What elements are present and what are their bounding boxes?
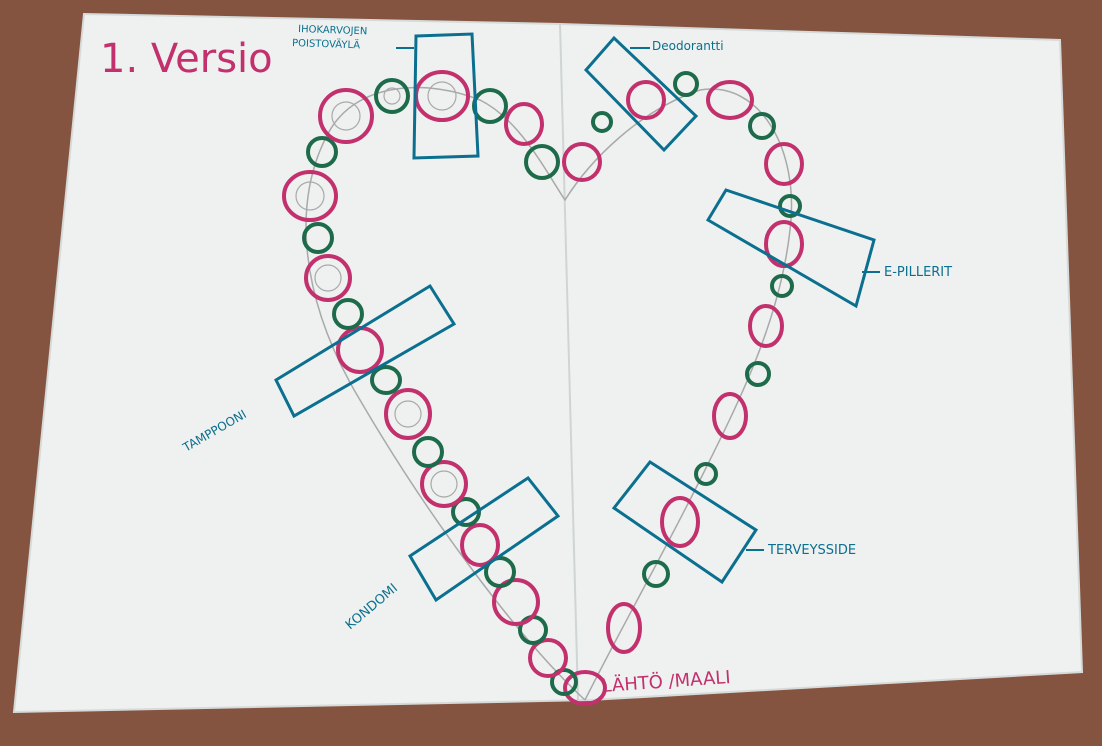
space-green xyxy=(770,274,794,298)
pencil-circle xyxy=(394,400,422,428)
space-green xyxy=(748,112,776,140)
label-deodorantti: Deodorantti xyxy=(652,39,724,53)
paper-fold xyxy=(559,23,579,701)
label-poistovayla: POISTOVÄYLÄ xyxy=(292,36,361,51)
space-green xyxy=(370,365,402,395)
label-ihokarvojen: IHOKARVOJEN xyxy=(298,24,368,37)
label-e-pillerit: E-PILLERIT xyxy=(884,265,952,280)
space-pink xyxy=(318,88,374,144)
space-green xyxy=(484,556,516,588)
space-pink xyxy=(304,254,352,302)
space-green xyxy=(778,194,802,218)
space-green xyxy=(374,78,410,114)
space-pink xyxy=(712,392,748,440)
pencil-circle xyxy=(314,264,342,292)
pencil-circle xyxy=(430,470,458,498)
card-slot-ihokarvojen xyxy=(412,32,480,160)
space-pink xyxy=(460,523,500,567)
space-green xyxy=(412,436,444,468)
space-pink xyxy=(764,142,804,186)
space-pink xyxy=(748,304,784,348)
space-pink xyxy=(562,142,602,182)
space-pink xyxy=(504,102,544,146)
card-slot-kondomi xyxy=(407,475,561,603)
space-green xyxy=(642,560,670,588)
page-title: 1. Versio xyxy=(100,36,273,82)
card-slot-e-pillerit xyxy=(705,188,876,309)
space-pink xyxy=(764,220,804,268)
card-slot-tamppooni xyxy=(274,283,457,419)
space-pink xyxy=(706,80,754,120)
space-pink xyxy=(384,388,432,440)
space-green xyxy=(591,111,613,133)
space-pink xyxy=(606,602,642,654)
space-green xyxy=(673,71,699,97)
board-spaces xyxy=(282,70,804,706)
space-green xyxy=(306,136,338,168)
pencil-heart-path xyxy=(305,86,793,701)
space-green xyxy=(332,298,364,330)
space-pink xyxy=(528,638,568,678)
card-slot-terveysside xyxy=(611,460,759,585)
pencil-circle xyxy=(295,181,325,211)
pencil-inner-circles xyxy=(295,81,458,498)
space-pink xyxy=(660,496,700,548)
space-green xyxy=(745,361,771,387)
pencil-circle xyxy=(331,101,361,131)
label-terveysside: TERVEYSSIDE xyxy=(767,543,856,558)
space-pink xyxy=(563,670,607,706)
label-leaders xyxy=(396,47,880,551)
space-pink xyxy=(626,80,666,120)
card-slot-deodorantti xyxy=(583,35,699,153)
space-green xyxy=(694,462,718,486)
card-slots xyxy=(274,32,876,603)
paper-sheet xyxy=(12,12,1084,714)
pencil-circle xyxy=(383,87,401,105)
pencil-circle xyxy=(427,81,457,111)
space-pink xyxy=(492,578,540,626)
space-green xyxy=(472,88,508,124)
space-green xyxy=(524,144,560,180)
space-pink xyxy=(420,460,468,508)
space-green xyxy=(302,222,334,254)
space-pink xyxy=(282,170,338,222)
